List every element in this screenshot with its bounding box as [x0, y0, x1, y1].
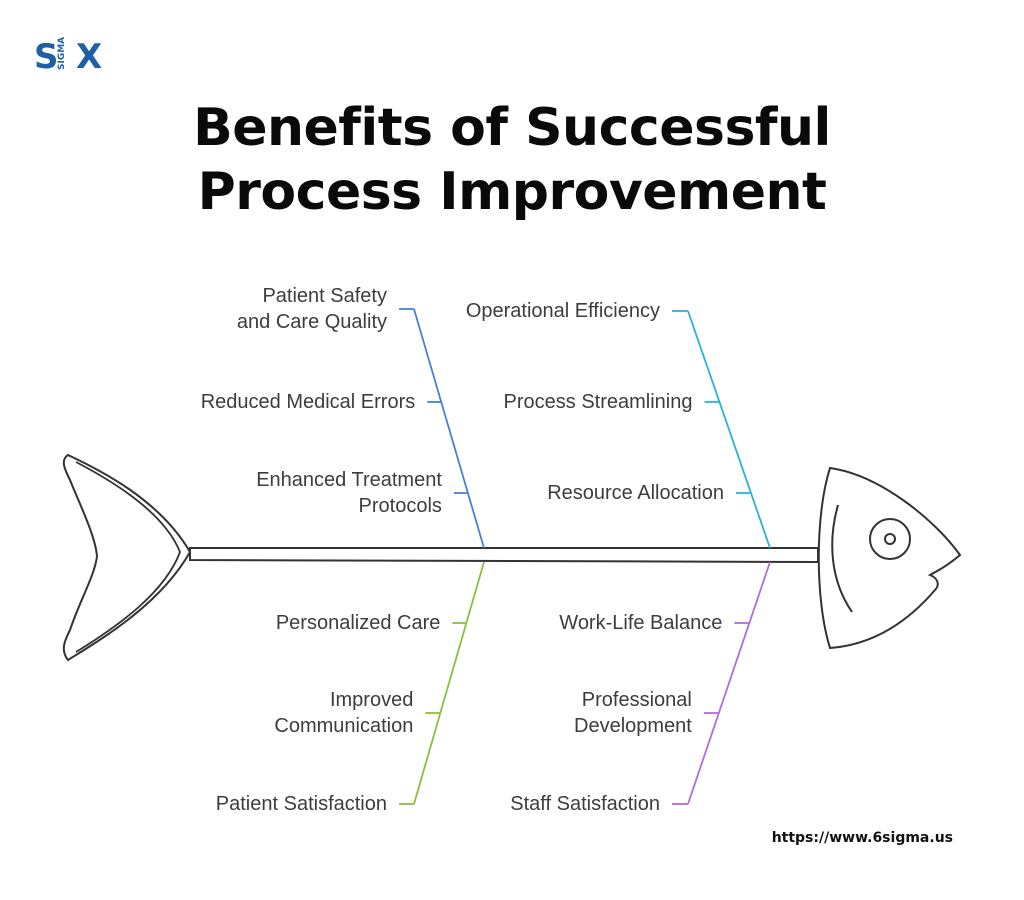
bone-bottom-left [413, 561, 485, 805]
fish-gill [831, 504, 853, 613]
label-top-right-3: Resource Allocation [547, 482, 724, 504]
fish-head [817, 466, 962, 650]
six-sigma-logo: S SIGMA X [34, 37, 102, 76]
logo-sigma-text: SIGMA [57, 37, 67, 70]
fish-spine [189, 547, 819, 564]
bone-top-right [687, 310, 771, 549]
label-top-right-1: Operational Efficiency [465, 300, 660, 322]
title-line-2: Process Improvement [197, 162, 827, 222]
fish-tail [62, 453, 192, 662]
logo-letter-x: X [76, 37, 102, 76]
fish-eye-inner [884, 533, 896, 545]
title-line-1: Benefits of Successful [193, 98, 831, 158]
fish-tail-inner [75, 461, 181, 653]
label-bottom-right-1: Work-Life Balance [559, 612, 723, 634]
label-bottom-left-3: Patient Satisfaction [215, 793, 387, 815]
logo-letter-s: S [34, 37, 59, 76]
label-bottom-left-1: Personalized Care [275, 612, 441, 634]
label-bottom-right-3: Staff Satisfaction [510, 793, 660, 815]
label-top-left-2: Reduced Medical Errors [200, 391, 416, 413]
label-top-right-2: Process Streamlining [503, 391, 693, 413]
bone-bottom-right [687, 561, 771, 805]
page-title: Benefits of Successful Process Improveme… [0, 96, 1024, 224]
source-url[interactable]: https://www.6sigma.us [771, 830, 953, 846]
bone-top-left [413, 308, 485, 549]
fish-eye-outer [869, 518, 911, 560]
